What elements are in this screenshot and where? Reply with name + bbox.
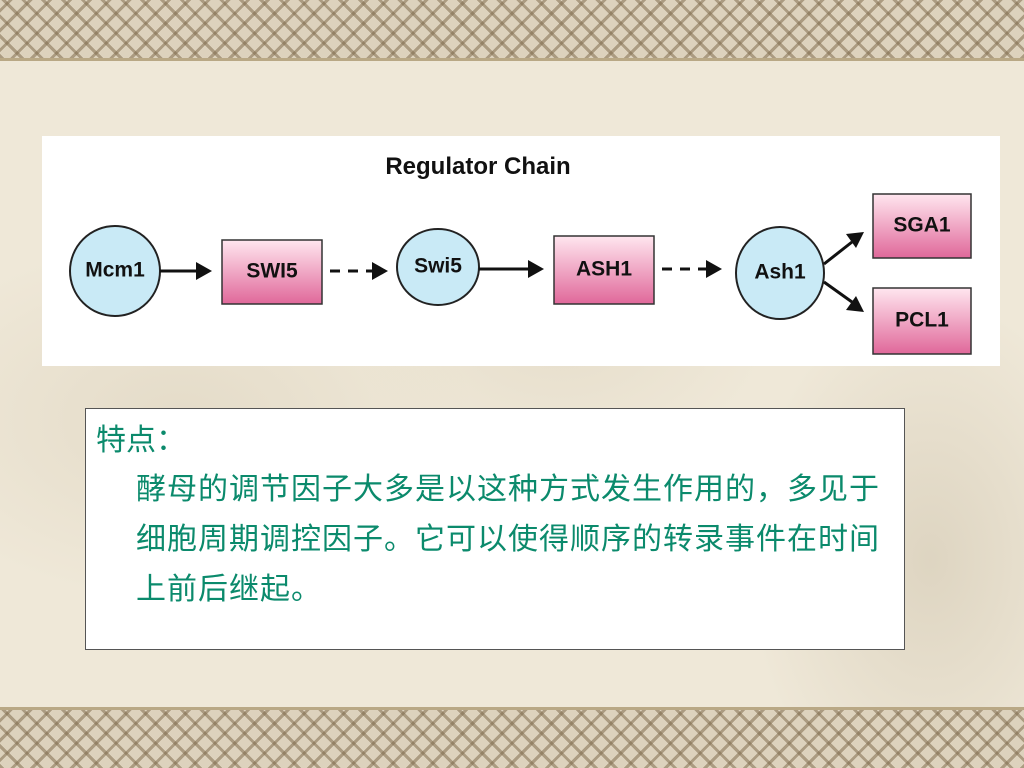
- swi5-protein-circle: [396, 228, 480, 306]
- node-swi5-gene: SWI5: [221, 239, 323, 305]
- node-ash1-gene: ASH1: [553, 235, 655, 305]
- notes-body: 酵母的调节因子大多是以这种方式发生作用的，多见于细胞周期调控因子。它可以使得顺序…: [136, 472, 880, 607]
- swi5-gene-box: [221, 239, 323, 305]
- edge-ash1-pcl1: [823, 280, 853, 304]
- notes-heading: 特点：: [96, 423, 186, 458]
- ash1-protein-label: Ash1: [754, 261, 806, 284]
- swi5-gene-label: SWI5: [246, 260, 298, 283]
- arrowhead-swi5-ash1: [528, 260, 544, 278]
- ash1-gene-label: ASH1: [576, 258, 632, 281]
- ash1-protein-circle: [735, 226, 825, 320]
- sga1-label: SGA1: [893, 214, 951, 237]
- notes-box: 特点： 酵母的调节因子大多是以这种方式发生作用的，多见于细胞周期调控因子。它可以…: [85, 408, 905, 650]
- ash1-gene-box: [553, 235, 655, 305]
- diagram-title: Regulator Chain: [385, 153, 570, 180]
- swi5-protein-label: Swi5: [414, 255, 462, 278]
- pcl1-label: PCL1: [895, 309, 949, 332]
- node-sga1: SGA1: [872, 193, 972, 259]
- node-swi5-protein: Swi5: [396, 228, 480, 306]
- arrowhead-ash1-sga1: [846, 232, 864, 248]
- mcm1-label: Mcm1: [85, 259, 145, 282]
- node-mcm1: Mcm1: [69, 225, 161, 317]
- pcl1-box: [872, 287, 972, 355]
- arrowhead-swi5-gene-protein: [372, 262, 388, 280]
- bottom-decorative-border: [0, 710, 1024, 768]
- node-pcl1: PCL1: [872, 287, 972, 355]
- top-border-rule: [0, 58, 1024, 61]
- arrowhead-mcm1-swi5: [196, 262, 212, 280]
- edge-ash1-sga1: [823, 240, 853, 266]
- diagram-canvas: Regulator Chain Mcm1 SWI5 Swi5 ASH1: [69, 153, 972, 355]
- node-ash1-protein: Ash1: [735, 226, 825, 320]
- arrowhead-ash1-gene-protein: [706, 260, 722, 278]
- top-decorative-border: [0, 0, 1024, 58]
- sga1-box: [872, 193, 972, 259]
- bottom-border-rule: [0, 707, 1024, 710]
- arrowhead-ash1-pcl1: [846, 296, 864, 312]
- regulator-chain-diagram: Regulator Chain Mcm1 SWI5 Swi5 ASH1: [42, 136, 1000, 366]
